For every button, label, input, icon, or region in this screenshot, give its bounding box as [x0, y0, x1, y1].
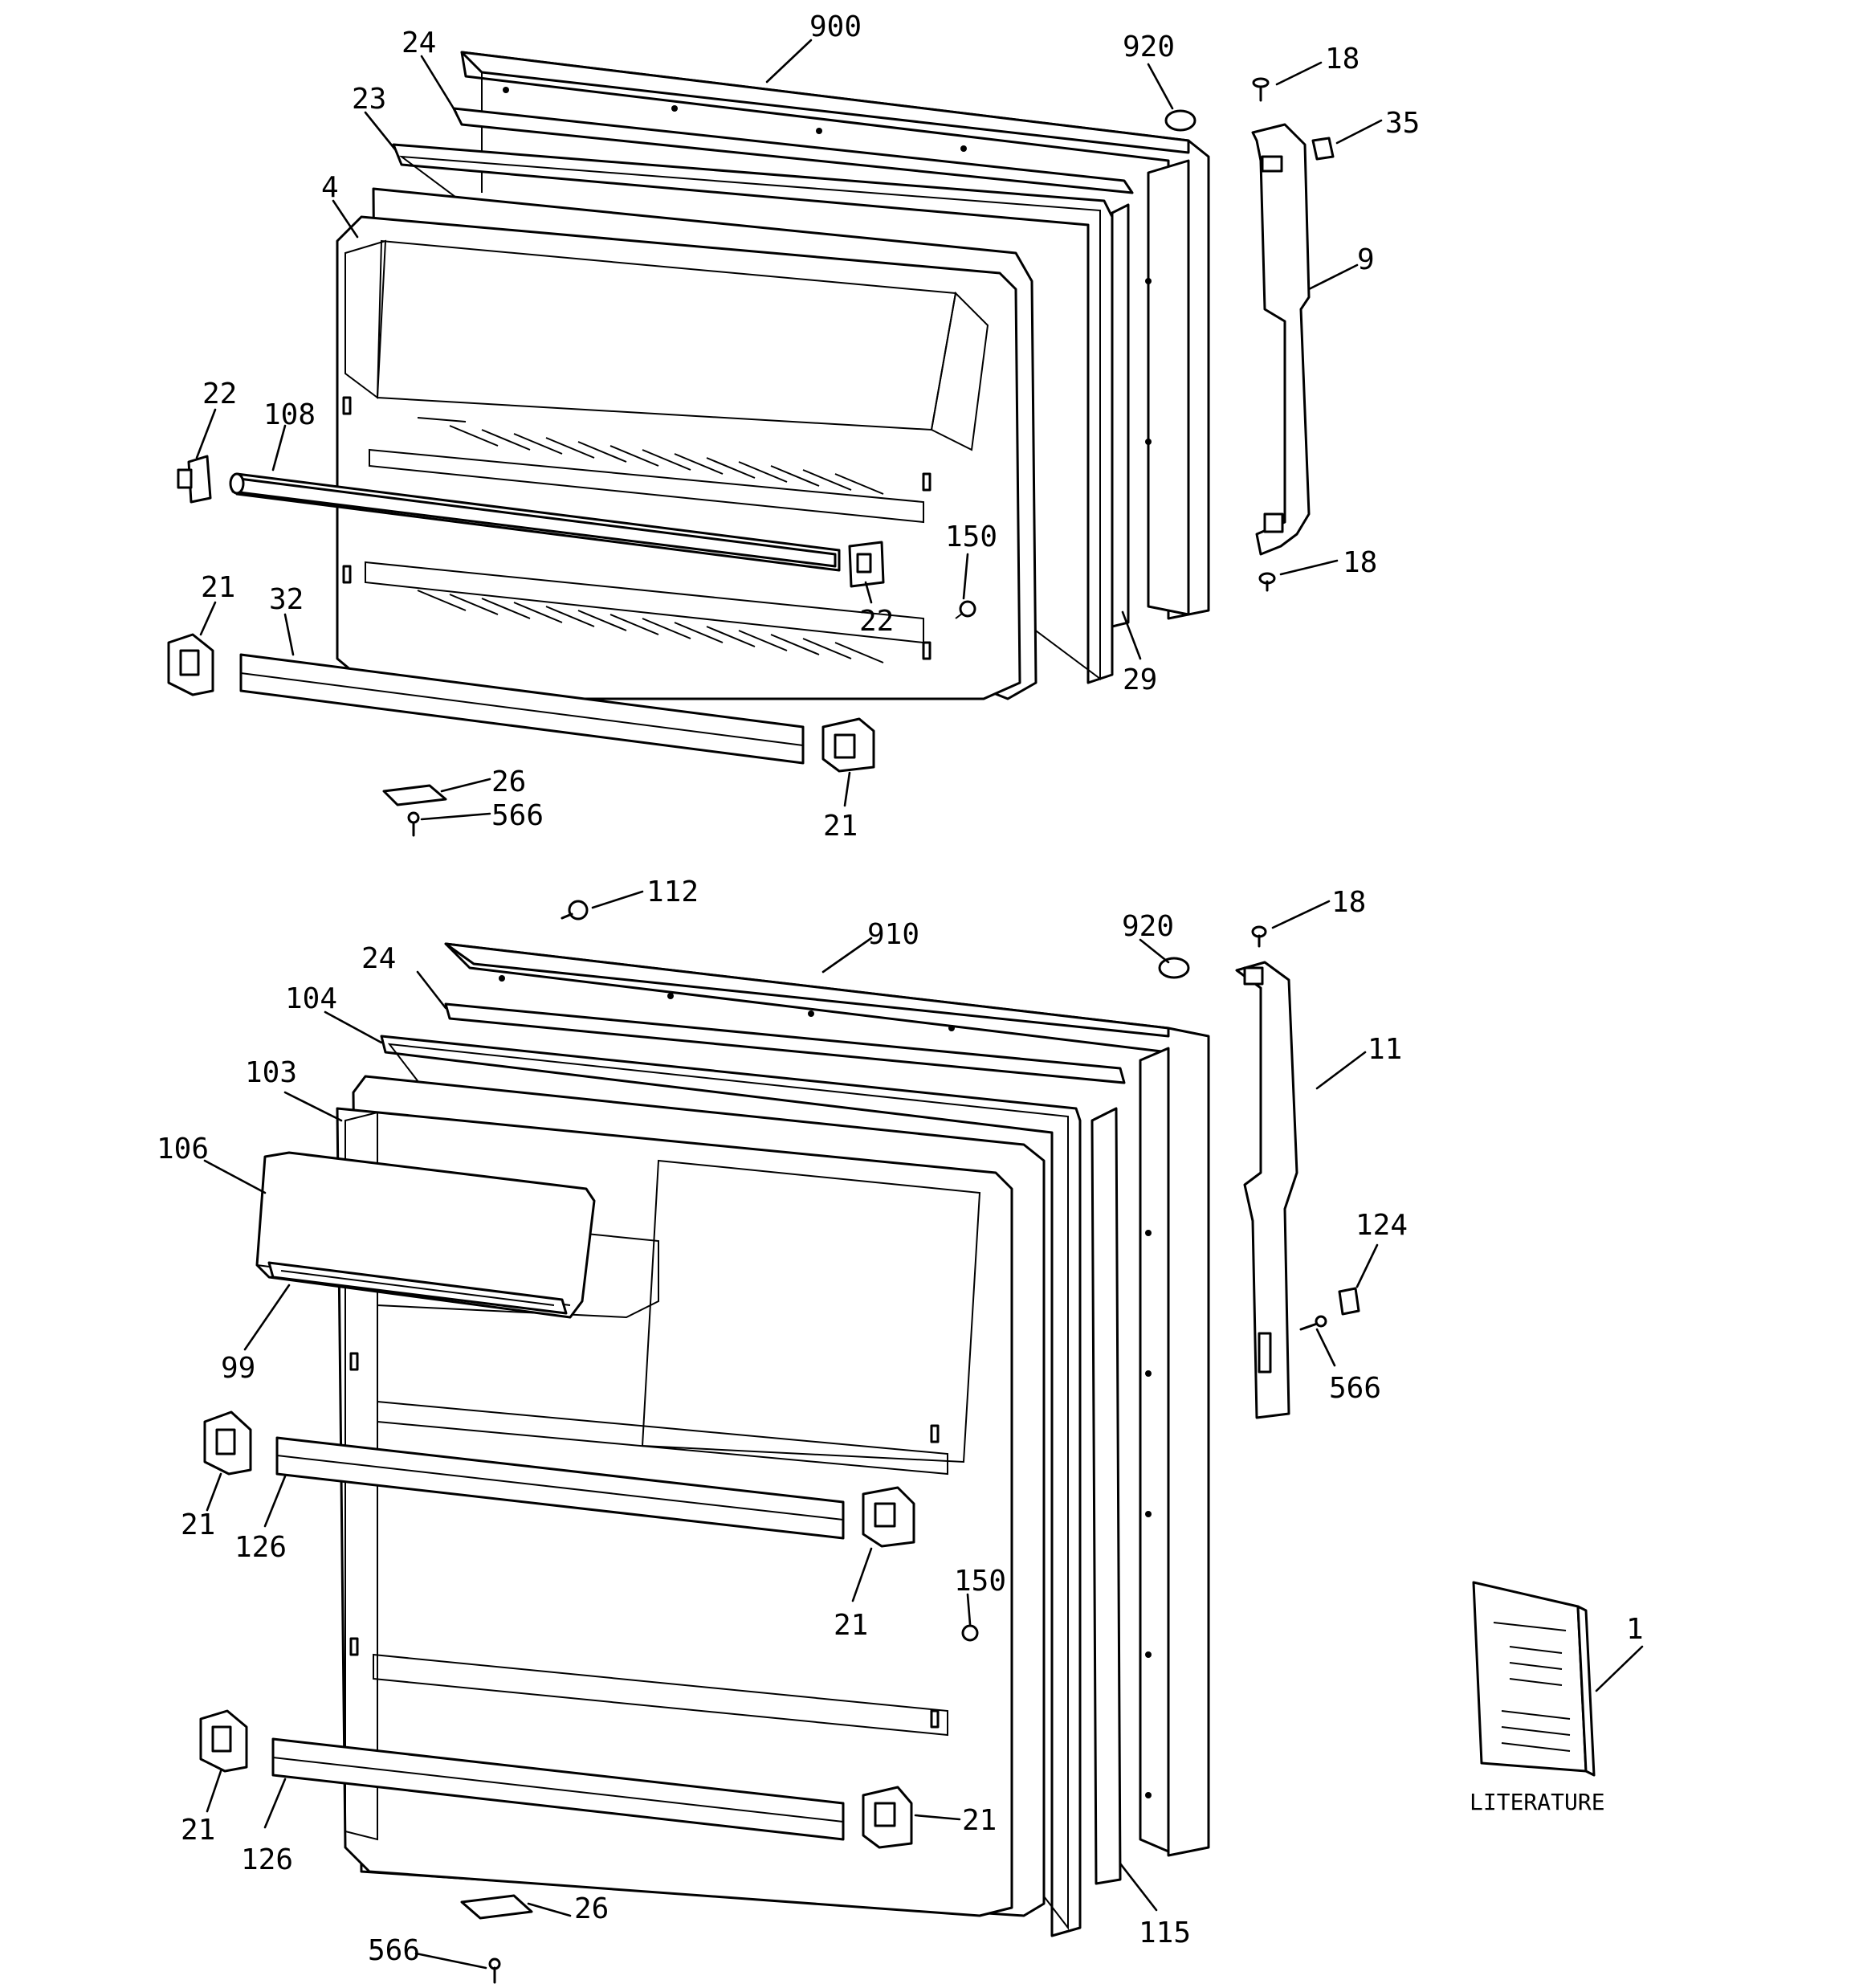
callout-21-lower-a: 21 — [181, 1508, 215, 1541]
callout-103: 103 — [245, 1056, 297, 1089]
literature-caption: LITERATURE — [1470, 1789, 1605, 1815]
callout-21-upper-right: 21 — [823, 810, 858, 843]
shelf-bracket-21-upper-right — [862, 1486, 915, 1548]
upper-callouts: 900 24 23 4 920 18 35 9 22 108 150 22 21… — [201, 10, 1420, 843]
hinge-plate-26-lower — [460, 1894, 533, 1920]
screw-150-upper — [955, 600, 976, 619]
callout-106: 106 — [157, 1133, 209, 1165]
callout-18-upper-bottom: 18 — [1343, 546, 1377, 579]
callout-21-lower-b: 21 — [834, 1609, 868, 1642]
literature-booklet-1 — [1472, 1581, 1596, 1777]
shelf-bar-126-upper — [275, 1436, 845, 1540]
plug-920-lower — [1158, 957, 1190, 979]
gasket-24-upper — [452, 107, 1134, 194]
breaker-strip-29 — [1111, 203, 1130, 628]
plug-920-upper — [1164, 109, 1196, 132]
callout-566-upper: 566 — [491, 799, 544, 832]
callout-26-upper: 26 — [491, 765, 526, 798]
callout-566-lower-right: 566 — [1329, 1372, 1381, 1405]
callout-566-lower: 566 — [368, 1934, 420, 1967]
liner-shelf-ribs — [417, 417, 884, 663]
callout-22-right: 22 — [859, 605, 894, 638]
callout-21-lower-d: 21 — [962, 1804, 997, 1837]
callout-18-lower: 18 — [1331, 886, 1366, 919]
callout-21-upper-left: 21 — [201, 571, 235, 604]
door-handle-11 — [1235, 961, 1298, 1419]
callout-29: 29 — [1123, 663, 1157, 696]
shelf-bar-32 — [239, 653, 805, 765]
door-handle-9 — [1251, 123, 1311, 556]
callout-26-lower: 26 — [574, 1892, 609, 1925]
screw-112 — [561, 900, 589, 921]
callout-126-upper: 126 — [234, 1531, 287, 1564]
upper-door-assembly — [167, 51, 1335, 837]
callout-22-left: 22 — [202, 378, 237, 410]
callout-920-upper: 920 — [1123, 31, 1175, 63]
callout-108: 108 — [263, 398, 316, 431]
shelf-bar-108 — [229, 472, 841, 572]
callout-35: 35 — [1385, 107, 1420, 140]
callout-11: 11 — [1368, 1033, 1402, 1066]
shelf-bracket-22-left — [177, 455, 212, 504]
breaker-strip-115 — [1090, 1107, 1122, 1885]
callout-4: 4 — [321, 171, 339, 204]
screw-566-upper — [407, 811, 420, 837]
hinge-plate-26-upper — [382, 784, 447, 806]
callout-910: 910 — [867, 918, 919, 951]
callout-920-lower: 920 — [1122, 910, 1174, 943]
door-outer-panel-910 — [444, 942, 1210, 1857]
callout-18-upper-top: 18 — [1325, 43, 1360, 76]
callout-23: 23 — [352, 83, 386, 116]
callout-115: 115 — [1139, 1917, 1191, 1949]
shelf-bracket-22-right — [848, 541, 885, 588]
cap-35 — [1311, 137, 1335, 161]
callout-112: 112 — [646, 876, 699, 908]
leader-lines — [195, 39, 1644, 1970]
callout-24-upper: 24 — [402, 27, 436, 59]
callout-21-lower-c: 21 — [181, 1814, 215, 1847]
screw-150-lower — [961, 1624, 979, 1642]
callout-1: 1 — [1626, 1613, 1644, 1646]
shelf-bracket-21-lower-left — [199, 1709, 248, 1773]
callout-900: 900 — [809, 10, 862, 43]
shelf-bracket-21-left — [167, 633, 214, 696]
callout-32: 32 — [269, 583, 304, 616]
door-liner-4 — [336, 187, 1037, 700]
clip-124 — [1338, 1287, 1360, 1316]
callout-9: 9 — [1357, 243, 1375, 276]
callout-24-lower: 24 — [361, 942, 396, 975]
lower-door-assembly — [199, 900, 1360, 1984]
shelf-bracket-21-lower-right — [862, 1786, 913, 1849]
screw-18-bottom-upper — [1258, 572, 1276, 592]
callout-124: 124 — [1355, 1209, 1408, 1242]
dairy-hinge-99 — [267, 1261, 568, 1315]
callout-150-upper: 150 — [945, 520, 997, 553]
screw-18-top-upper — [1252, 77, 1270, 102]
gasket-24-lower — [444, 1002, 1126, 1084]
door-outer-panel-900 — [460, 51, 1210, 620]
shelf-bracket-21-right — [821, 717, 875, 773]
lower-callouts: 112 910 24 104 103 106 920 18 11 124 566… — [157, 876, 1644, 1967]
screw-566-lower — [488, 1957, 501, 1984]
shelf-bar-126-lower — [271, 1737, 845, 1841]
callout-104: 104 — [285, 982, 337, 1015]
callout-150-lower: 150 — [954, 1565, 1006, 1598]
screw-566-lower-right — [1299, 1315, 1327, 1331]
callout-99: 99 — [221, 1352, 255, 1385]
shelf-bracket-21-upper-left — [203, 1410, 252, 1476]
callout-126-lower: 126 — [241, 1843, 293, 1876]
screw-18-lower — [1251, 925, 1267, 948]
